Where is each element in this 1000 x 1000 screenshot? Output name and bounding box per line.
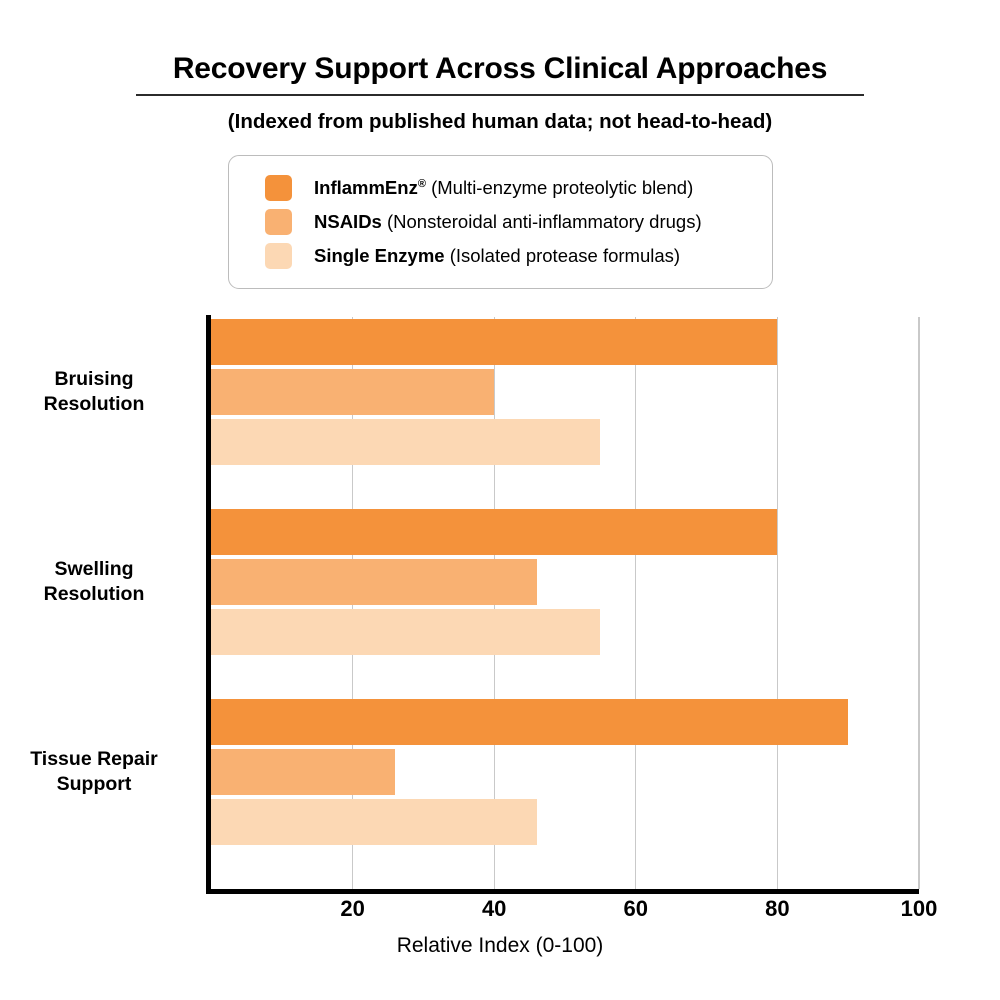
chart-title: Recovery Support Across Clinical Approac… xyxy=(172,52,828,85)
legend-swatch-single-enzyme xyxy=(265,243,292,269)
category-label-line-1: Swelling xyxy=(54,558,134,580)
legend-swatch-inflammenz xyxy=(265,175,292,201)
bar[interactable] xyxy=(211,609,601,655)
legend-label-single-enzyme: Single Enzyme (Isolated protease formula… xyxy=(314,244,681,266)
category-label-line-1: Bruising xyxy=(54,368,134,390)
legend-item-single-enzyme[interactable]: Single Enzyme (Isolated protease formula… xyxy=(265,239,754,273)
legend-name-single-enzyme: Single Enzyme xyxy=(314,244,445,266)
legend-name-inflammenz: InflammEnz xyxy=(314,176,418,198)
category-label-line-2: Support xyxy=(56,772,132,795)
legend-desc-nsaids: (Nonsteroidal anti-inflammatory drugs) xyxy=(381,210,702,232)
legend-item-nsaids[interactable]: NSAIDs (Nonsteroidal anti-inflammatory d… xyxy=(265,205,754,239)
x-tick-label-40: 40 xyxy=(481,896,507,921)
bar[interactable] xyxy=(211,559,537,605)
x-axis-line xyxy=(206,889,919,894)
chart-subtitle: (Indexed from published human data; not … xyxy=(227,110,773,133)
gridline-80 xyxy=(776,317,779,889)
bar[interactable] xyxy=(211,319,778,365)
x-tick-label-20: 20 xyxy=(340,896,365,921)
legend-label-nsaids: NSAIDs (Nonsteroidal anti-inflammatory d… xyxy=(314,210,702,232)
legend-desc-single-enzyme: (Isolated protease formulas) xyxy=(444,244,681,266)
chart-header: Recovery Support Across Clinical Approac… xyxy=(0,0,1000,134)
legend-name-nsaids: NSAIDs xyxy=(314,210,382,232)
y-axis-line xyxy=(206,315,211,893)
registered-mark-icon: ® xyxy=(417,177,426,190)
gridline-100 xyxy=(918,317,920,889)
bar[interactable] xyxy=(211,749,396,795)
category-label-line-1: Tissue Repair xyxy=(30,748,158,770)
x-tick-label-100: 100 xyxy=(900,896,938,921)
bar[interactable] xyxy=(211,509,778,555)
x-tick-label-60: 60 xyxy=(623,896,649,921)
bar[interactable] xyxy=(211,369,495,415)
bar[interactable] xyxy=(211,419,601,465)
x-tick-label-80: 80 xyxy=(765,896,790,921)
bar[interactable] xyxy=(211,799,537,845)
plot-area xyxy=(211,317,920,889)
chart-legend: InflammEnz® (Multi-enzyme proteolytic bl… xyxy=(228,155,773,289)
legend-desc-inflammenz: (Multi-enzyme proteolytic blend) xyxy=(425,176,694,198)
legend-swatch-nsaids xyxy=(265,209,292,235)
category-label-line-2: Resolution xyxy=(43,392,145,415)
bar[interactable] xyxy=(211,699,849,745)
legend-label-inflammenz: InflammEnz® (Multi-enzyme proteolytic bl… xyxy=(314,176,694,198)
title-divider xyxy=(136,94,864,96)
x-axis-title: Relative Index (0-100) xyxy=(396,934,604,957)
gridline-60 xyxy=(635,317,637,889)
legend-item-inflammenz[interactable]: InflammEnz® (Multi-enzyme proteolytic bl… xyxy=(265,171,754,205)
category-label-line-2: Resolution xyxy=(43,582,145,605)
